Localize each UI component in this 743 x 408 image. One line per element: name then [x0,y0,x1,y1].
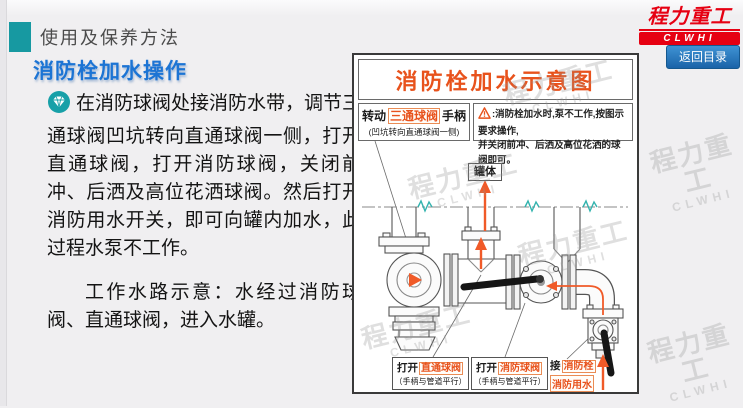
pipe-break-icon [582,199,598,213]
section-header: 使用及保养方法 [9,22,180,52]
flow-arrow-into-fire-valve [546,281,557,291]
fire-valve-tag: 消防球阀 [498,362,542,375]
valve-position-marker [409,273,422,287]
left-edge-strip [0,0,7,406]
rotate-suffix: 手柄 [442,109,467,123]
rotate-prefix: 转动 [361,109,386,123]
rotate-note: (凹坑转向直通球阀一侧) [368,127,460,137]
diagram-header-row: 转动三通球阀手柄 (凹坑转向直通球阀一侧) :消防栓加水时,泵不工作,按图示要求… [358,103,633,166]
open-fire-valve-label: 打开消防球阀 （手柄与管道平行） [471,357,548,390]
open-straight-note: （手柄与管道平行） [394,377,467,386]
fire-valve-handle [460,275,541,291]
warning-icon [478,107,491,122]
hydrant-valve-handle [600,329,615,377]
brand-name: 程力重工 [639,7,740,31]
section-title: 使用及保养方法 [40,28,180,48]
flow-arrow-inlet [597,354,609,367]
warning-line1: :消防栓加水时,泵不工作,按图示要求操作, [478,109,624,137]
tank-body-label: 罐体 [468,163,502,181]
section-marker-square [9,22,31,52]
elbow-pipe [573,269,615,313]
open-straight-valve-label: 打开直通球阀 （手柄与管道平行） [392,357,469,390]
open-straight-prefix: 打开 [397,362,418,374]
paragraph-operation: 在消防球阀处接消防水带，调节三通球阀凹坑转向直通球阀一侧，打开直通球阀，打开消防… [47,90,361,263]
warning-line2: 并关闭前冲、后洒及高位花洒的球阀即可。 [478,140,621,167]
page-title: 消防栓加水操作 [33,60,187,83]
straight-valve-tag: 直通球阀 [419,362,463,375]
hose-coupling [394,336,436,351]
open-fire-note: （手柄与管道平行） [473,377,546,386]
connect-hydrant-label: 接消防栓 消防用水 [550,357,602,393]
diagram-title: 消防栓加水示意图 [358,59,633,100]
flow-arrows [475,180,609,390]
brand-abbr: CLWHI [639,32,740,45]
connect-prefix: 接 [550,360,561,372]
fire-valve-handle-nut [536,275,544,283]
paragraph-waterpath: 工作水路示意：水经过消防球阀、直通球阀，进入水罐。 [47,282,361,331]
warning-note-box: :消防栓加水时,泵不工作,按图示要求操作, 并关闭前冲、后洒及高位花洒的球阀即可… [473,103,633,166]
gem-bullet-icon [47,90,71,123]
open-fire-prefix: 打开 [476,362,497,374]
three-way-valve-tag: 三通球阀 [387,108,440,124]
hydrant-tag: 消防栓 [561,360,596,373]
article: 在消防球阀处接消防水带，调节三通球阀凹坑转向直通球阀一侧，打开直通球阀，打开消防… [47,90,361,335]
flow-arrow-to-tank [479,180,491,193]
back-to-contents-button[interactable]: 返回目录 [665,45,740,69]
fire-water-tag: 消防用水 [550,375,594,392]
brand-logo: 程力重工 CLWHI [639,7,740,45]
tank-boundary-line [362,199,628,213]
top-band [0,0,743,16]
flow-arrow-riser [475,237,487,250]
paragraph-operation-text: 在消防球阀处接消防水带，调节三通球阀凹坑转向直通球阀一侧，打开直通球阀，打开消防… [47,93,362,259]
three-way-valve [378,207,459,351]
pipe-break-icon [417,199,433,213]
rotate-handle-note-box: 转动三通球阀手柄 (凹坑转向直通球阀一侧) [358,103,470,141]
pipe-break-icon [524,199,540,213]
diagram-panel: 消防栓加水示意图 转动三通球阀手柄 (凹坑转向直通球阀一侧) :消防栓加水时,泵… [352,53,639,394]
valve-schematic [362,141,628,390]
